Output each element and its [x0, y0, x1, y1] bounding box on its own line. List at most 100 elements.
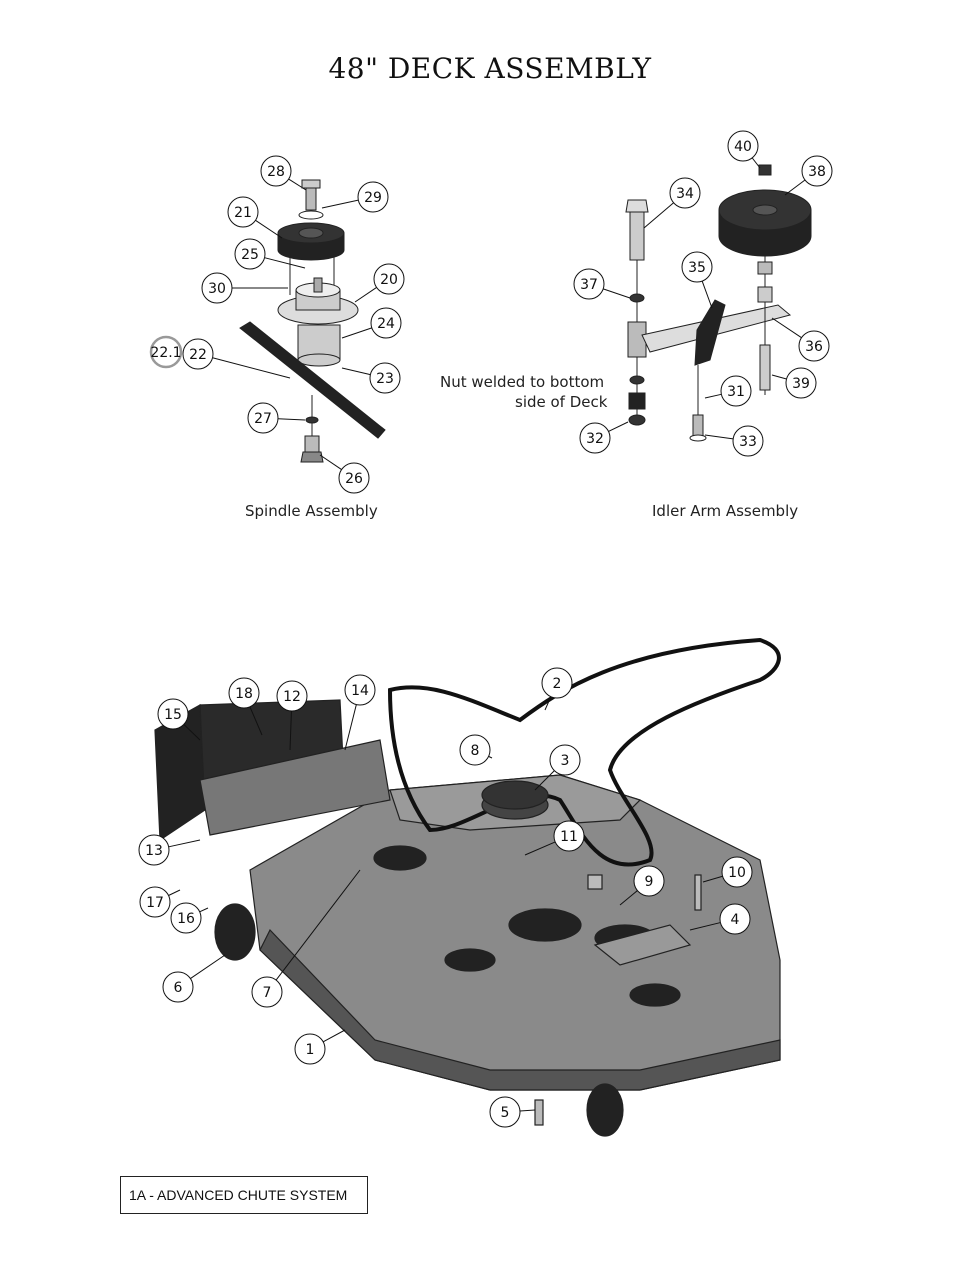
callout-number: 12	[283, 689, 301, 705]
callout-number: 31	[727, 384, 745, 400]
leader-line	[701, 280, 713, 309]
advanced-chute-system-link[interactable]: 1A - ADVANCED CHUTE SYSTEM	[120, 1176, 368, 1214]
callout-circle	[721, 856, 753, 888]
callout-18: 18	[228, 677, 263, 736]
leader-line	[255, 219, 283, 239]
leader-line	[519, 1109, 536, 1112]
callout-33: 33	[704, 425, 764, 457]
callout-number: 11	[560, 829, 578, 845]
callout-20: 20	[354, 263, 405, 303]
callout-23: 23	[341, 362, 401, 394]
callout-number: 16	[177, 911, 195, 927]
callout-2: 2	[541, 667, 573, 711]
leader-line	[619, 890, 638, 906]
callout-circle	[139, 886, 171, 918]
leader-line	[264, 257, 306, 269]
callout-circle	[338, 462, 370, 494]
leader-line	[168, 839, 201, 848]
nut-note-line2: side of Deck	[515, 393, 608, 411]
callout-circle	[579, 422, 611, 454]
page-title: 48" DECK ASSEMBLY	[328, 52, 652, 85]
leader-line	[544, 696, 552, 711]
callout-circle	[459, 734, 491, 766]
callout-10: 10	[702, 856, 753, 888]
callout-34: 34	[643, 177, 701, 229]
callout-number: 10	[728, 865, 746, 881]
callout-circle	[669, 177, 701, 209]
callout-number: 32	[586, 431, 604, 447]
callout-38: 38	[784, 155, 833, 196]
callout-number: 4	[731, 912, 740, 928]
callout-number: 36	[805, 339, 823, 355]
leader-line	[354, 286, 377, 303]
callout-circle	[541, 667, 573, 699]
callout-number: 3	[561, 753, 570, 769]
callout-circle	[370, 307, 402, 339]
callout-29: 29	[321, 181, 389, 213]
callout-17: 17	[139, 886, 181, 918]
callout-9: 9	[619, 865, 665, 906]
deck-assembly-art	[154, 637, 781, 1137]
callout-circle	[798, 330, 830, 362]
leader-line	[275, 869, 361, 981]
callout-circle	[720, 375, 752, 407]
callout-circle	[719, 903, 751, 935]
callout-circle	[201, 272, 233, 304]
callout-number: 2	[553, 676, 562, 692]
callout-31: 31	[704, 375, 752, 407]
callout-number: 23	[376, 371, 394, 387]
leader-line	[524, 841, 556, 856]
leader-line	[643, 202, 674, 229]
callout-circle	[369, 362, 401, 394]
callout-12: 12	[276, 680, 308, 751]
callout-circle	[227, 196, 259, 228]
callout-number: 33	[739, 434, 757, 450]
leader-line	[702, 875, 723, 883]
callout-circle	[276, 680, 308, 712]
callout-number: 35	[688, 260, 706, 276]
callout-circle	[162, 971, 194, 1003]
callout-22: 22	[182, 338, 291, 379]
callout-14: 14	[344, 674, 376, 751]
callout-number: 30	[208, 281, 226, 297]
leader-line	[341, 327, 372, 339]
callout-8: 8	[459, 734, 493, 766]
callout-circle	[182, 338, 214, 370]
callout-number: 28	[267, 164, 285, 180]
spindle-assembly-art	[239, 179, 386, 463]
leader-line	[288, 178, 307, 191]
callout-number: 6	[174, 980, 183, 996]
callout-22-1: 22.1	[149, 335, 183, 369]
callout-1: 1	[294, 1029, 346, 1065]
callout-circle	[801, 155, 833, 187]
callout-3: 3	[534, 744, 581, 791]
leader-line	[190, 954, 226, 979]
callout-number: 17	[146, 895, 164, 911]
leader-line	[704, 393, 722, 399]
callout-circle	[157, 698, 189, 730]
callout-number: 7	[263, 985, 272, 1001]
leader-line	[771, 317, 802, 339]
callout-26: 26	[319, 454, 370, 494]
callout-circle	[373, 263, 405, 295]
callout-circle	[170, 902, 202, 934]
callout-27: 27	[247, 402, 306, 434]
callout-15: 15	[157, 698, 201, 741]
callout-circle	[228, 677, 260, 709]
leader-line	[704, 434, 734, 440]
callout-35: 35	[681, 251, 713, 309]
callout-circle	[549, 744, 581, 776]
callout-circle	[251, 976, 283, 1008]
leader-line	[319, 454, 342, 471]
callout-circle	[727, 130, 759, 162]
leader-line	[183, 724, 201, 741]
callout-number: 25	[241, 247, 259, 263]
callout-number: 26	[345, 471, 363, 487]
leader-line	[603, 288, 631, 299]
callout-16: 16	[170, 902, 209, 934]
leader-line	[344, 704, 357, 751]
callout-number: 39	[792, 376, 810, 392]
